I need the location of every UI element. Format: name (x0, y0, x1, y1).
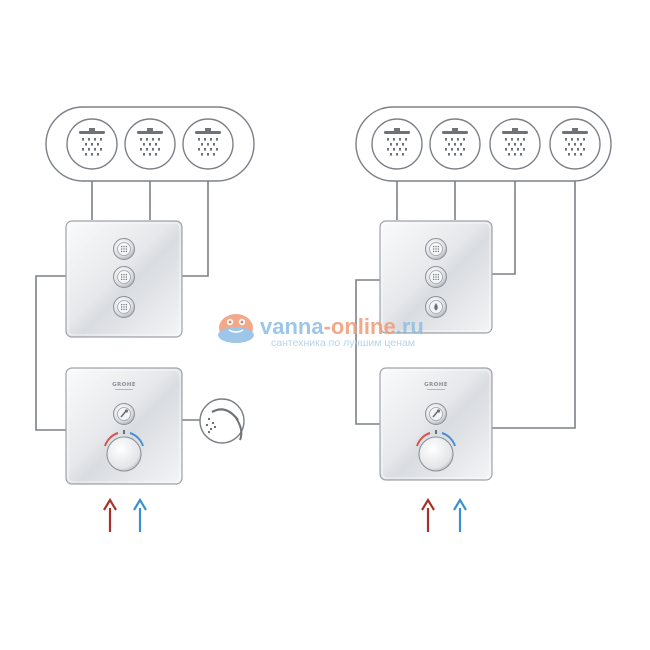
selector-button (113, 266, 135, 288)
pipe (355, 279, 380, 425)
hand-shower-icon (199, 398, 245, 444)
shower-head-icon (66, 118, 118, 170)
watermark-name: vanna-online.ru (260, 314, 424, 339)
thermostat-module: GROHE (65, 367, 183, 485)
thermostat-knob (418, 436, 454, 472)
connection-pipes (35, 180, 576, 431)
control-modules: GROHE GROHE (65, 220, 493, 485)
shower-head-icon (124, 118, 176, 170)
watermark-logo-icon (218, 314, 254, 343)
hot-water-inlet-arrow (421, 497, 435, 532)
selector-button (425, 403, 447, 425)
pipe (492, 180, 576, 429)
outlet-bar (45, 106, 255, 182)
outlet-bars (45, 106, 612, 182)
cold-water-inlet-arrow (133, 497, 147, 532)
pipe (182, 180, 209, 277)
watermark-name-part1: vanna (260, 314, 324, 339)
outlet-bar (355, 106, 612, 182)
cold-scale (441, 432, 456, 447)
watermark-tagline: сантехника по лучшим ценам (271, 337, 415, 349)
brand-label: GROHE (112, 382, 136, 388)
hot-scale (104, 432, 119, 447)
pipe (35, 275, 68, 431)
shower-head-icon (489, 118, 541, 170)
thermostat-knob (106, 436, 142, 472)
selector-module (65, 220, 183, 338)
selector-button (113, 403, 135, 425)
selector-button (425, 266, 447, 288)
selector-button (425, 238, 447, 260)
selector-button (113, 296, 135, 318)
shower-head-icon (371, 118, 423, 170)
brand-label: GROHE (424, 382, 448, 388)
cold-scale (129, 432, 144, 447)
selector-button (425, 296, 447, 318)
inlet-arrows (103, 497, 467, 532)
watermark-name-part3: .ru (396, 314, 424, 339)
selector-module (379, 220, 493, 334)
shower-head-icon (549, 118, 601, 170)
hot-water-inlet-arrow (103, 497, 117, 532)
hot-scale (416, 432, 431, 447)
watermark: vanna-online.ru сантехника по лучшим цен… (218, 314, 424, 349)
shower-head-icon (429, 118, 481, 170)
shower-head-icon (182, 118, 234, 170)
watermark-name-part2: -online (324, 314, 396, 339)
cold-water-inlet-arrow (453, 497, 467, 532)
extras (199, 398, 245, 444)
pipe (492, 180, 516, 275)
selector-button (113, 238, 135, 260)
thermostat-module: GROHE (379, 367, 493, 481)
